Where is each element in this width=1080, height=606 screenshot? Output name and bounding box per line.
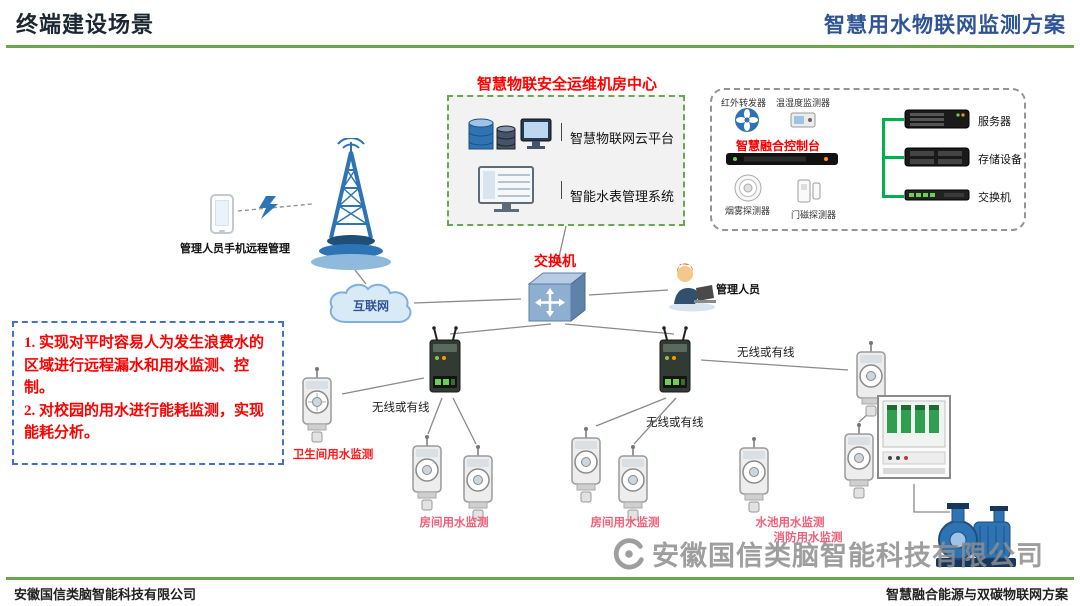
internet-cloud-icon bbox=[329, 283, 412, 323]
server-label: 服务器 bbox=[978, 116, 1011, 128]
meter-system-label: 智能水表管理系统 bbox=[570, 189, 675, 204]
link-label-2: 无线或有线 bbox=[646, 417, 704, 429]
notes-box: 1. 实现对平时容易人为发生浪费水的区域进行远程漏水和用水监测、控制。 2. 对… bbox=[12, 321, 284, 465]
footer-company: 安徽国信类脑智能科技有限公司 bbox=[14, 587, 197, 602]
water-meter-icon-pool bbox=[739, 437, 769, 513]
room-monitor-label-2: 房间用水监测 bbox=[590, 517, 660, 529]
footer-solution: 智慧融合能源与双碳物联网方案 bbox=[885, 587, 1068, 602]
green-stub-server bbox=[882, 118, 904, 121]
water-meter-icon-toilet bbox=[302, 367, 332, 443]
door-sensor-icon bbox=[797, 179, 821, 203]
link-label-3: 无线或有线 bbox=[737, 347, 795, 359]
machine-room-title: 智慧物联安全运维机房中心 bbox=[476, 76, 657, 93]
pool-monitor-label: 水池用水监测 bbox=[755, 517, 825, 529]
header-divider bbox=[6, 45, 1074, 48]
green-stub-storage bbox=[882, 156, 904, 159]
link-label-1: 无线或有线 bbox=[372, 402, 430, 414]
core-switch-icon bbox=[527, 271, 587, 323]
watermark-text: 安徽国信类脑智能科技有限公司 bbox=[652, 541, 1044, 571]
storage-label: 存储设备 bbox=[978, 154, 1022, 166]
router-icon-left bbox=[429, 326, 461, 393]
green-stub-switch bbox=[882, 195, 904, 198]
note-item-2: 2. 对校园的用水进行能耗监测，实现能耗分析。 bbox=[24, 402, 265, 442]
storage-rack-icon bbox=[904, 147, 970, 167]
water-meter-icon-fire bbox=[844, 423, 874, 499]
fusion-console-label: 智慧融合控制台 bbox=[736, 139, 821, 153]
cloud-platform-icon bbox=[468, 118, 552, 150]
water-meter-icon-room2b bbox=[618, 445, 648, 521]
meter-system-icon bbox=[478, 166, 534, 212]
internet-label: 互联网 bbox=[352, 299, 389, 313]
infrared-label: 红外转发器 bbox=[721, 98, 767, 108]
fire-monitor-label: 消防用水监测 bbox=[773, 532, 843, 544]
water-meter-icon-room1a bbox=[412, 435, 442, 511]
smoke-detector-label: 烟雾探测器 bbox=[725, 206, 771, 216]
note-item-1: 1. 实现对平时容易人为发生浪费水的区域进行远程漏水和用水监测、控制。 bbox=[24, 335, 265, 396]
fusion-console-icon bbox=[726, 153, 838, 165]
watermark-logo-icon bbox=[613, 537, 644, 569]
machine-room-devices-panel: 红外转发器 温湿度监测器 智慧融合控制台 烟雾探测器 bbox=[710, 88, 1026, 231]
switch-rack-icon bbox=[904, 189, 970, 201]
water-meter-icon-room2a bbox=[571, 427, 601, 503]
temp-humidity-sensor-icon bbox=[790, 112, 816, 128]
water-meter-icon-room1b bbox=[463, 445, 493, 521]
phone-icon bbox=[210, 194, 234, 234]
rack-switch-label: 交换机 bbox=[978, 192, 1011, 204]
temp-humidity-label: 温湿度监测器 bbox=[776, 98, 831, 108]
lightning-icon bbox=[259, 196, 278, 219]
water-pump-icon bbox=[936, 503, 1016, 567]
phone-remote-label: 管理人员手机远程管理 bbox=[180, 243, 290, 255]
cloud-platform-label: 智慧物联网云平台 bbox=[570, 131, 675, 146]
core-switch-label: 交换机 bbox=[534, 253, 576, 269]
toilet-monitor-label: 卫生间用水监测 bbox=[292, 449, 374, 461]
footer-divider bbox=[6, 577, 1074, 580]
electrical-cabinet-icon bbox=[877, 395, 951, 479]
smoke-detector-icon bbox=[734, 174, 762, 202]
water-meter-icon-right-top bbox=[856, 341, 886, 417]
room-monitor-label-1: 房间用水监测 bbox=[419, 517, 489, 529]
room-divider-1 bbox=[561, 123, 562, 141]
phone-home-button bbox=[219, 230, 225, 232]
company-watermark: 安徽国信类脑智能科技有限公司 bbox=[612, 534, 1044, 573]
admin-label: 管理人员 bbox=[716, 284, 760, 296]
router-icon-right bbox=[659, 326, 691, 393]
admin-person-icon bbox=[669, 263, 716, 312]
infrared-repeater-icon bbox=[735, 108, 759, 132]
phone-screen bbox=[215, 200, 229, 226]
door-sensor-label: 门磁探测器 bbox=[791, 210, 837, 220]
page-title: 终端建设场景 bbox=[16, 12, 155, 37]
machine-room-box: 智慧物联网云平台 智能水表管理系统 bbox=[447, 95, 685, 226]
room-divider-2 bbox=[561, 181, 562, 199]
signal-tower-icon bbox=[311, 138, 391, 270]
solution-title: 智慧用水物联网监测方案 bbox=[824, 14, 1066, 37]
server-rack-icon bbox=[904, 109, 970, 129]
